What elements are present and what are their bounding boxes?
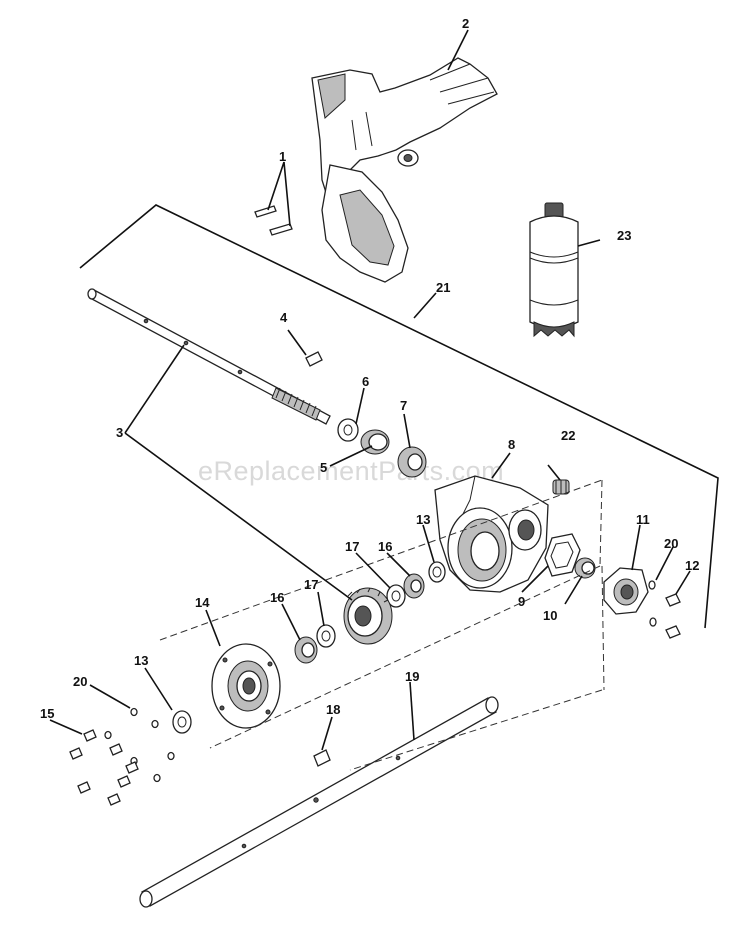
thrust-washer-part[interactable]: [337, 418, 359, 442]
shear-pins-part[interactable]: [254, 205, 293, 236]
lock-washers-right-part[interactable]: [648, 580, 657, 627]
callout-3: 3: [116, 425, 123, 440]
callout-14: 14: [195, 595, 210, 610]
callout-5: 5: [320, 460, 327, 475]
callout-20-right: 20: [664, 536, 678, 551]
callout-15: 15: [40, 706, 54, 721]
callout-7: 7: [400, 398, 407, 413]
leader-lines: [49, 29, 691, 751]
auger-half-part[interactable]: [311, 57, 498, 283]
gear-lube-tube-part[interactable]: [529, 202, 579, 338]
callout-19: 19: [405, 669, 419, 684]
callout-1: 1: [279, 149, 286, 164]
callout-11: 11: [636, 512, 650, 527]
bolts-left-part[interactable]: [69, 729, 139, 806]
bushing-part-7[interactable]: [397, 446, 427, 478]
callout-22: 22: [561, 428, 575, 443]
callout-2: 2: [462, 16, 469, 31]
vent-plug-part[interactable]: [552, 479, 570, 495]
thrust-washer-part-17-upper[interactable]: [386, 584, 406, 608]
bearing-part-16-lower[interactable]: [294, 636, 318, 664]
assembly-bracket-line: [79, 204, 719, 629]
callout-16-lower: 16: [270, 590, 284, 605]
bearing-cap-part[interactable]: [603, 567, 649, 615]
callout-21: 21: [436, 280, 450, 295]
callout-13-upper: 13: [416, 512, 430, 527]
bearing-part-16-upper[interactable]: [403, 573, 425, 599]
bearing-part-10[interactable]: [574, 557, 596, 579]
callout-18: 18: [326, 702, 340, 717]
watermark-text: eReplacementParts.com: [198, 456, 504, 486]
callout-16-upper: 16: [378, 539, 392, 554]
callout-17-lower: 17: [304, 577, 318, 592]
callout-labels: 1 2 3 4 6 5 7 8 9 10 11 12 13 13 14 15 1…: [40, 16, 699, 721]
gasket-part[interactable]: [544, 533, 581, 577]
bolts-right-part[interactable]: [665, 593, 681, 639]
callout-4: 4: [280, 310, 288, 325]
callout-20-left: 20: [73, 674, 87, 689]
key-part-18[interactable]: [313, 749, 331, 767]
thrust-washer-part-17-lower[interactable]: [316, 624, 336, 648]
gear-case-cover-part[interactable]: [211, 643, 281, 729]
callout-12: 12: [685, 558, 699, 573]
callout-9: 9: [518, 594, 525, 609]
callout-13-lower: 13: [134, 653, 148, 668]
impeller-shaft-part[interactable]: [139, 696, 499, 908]
callout-17-upper: 17: [345, 539, 359, 554]
bearing-part-5[interactable]: [360, 429, 390, 455]
oil-seal-part-upper[interactable]: [428, 561, 446, 583]
key-part[interactable]: [305, 351, 323, 367]
assembly-center-lines: [159, 479, 605, 771]
gear-housing-part[interactable]: [434, 475, 549, 593]
worm-gear-part[interactable]: [343, 587, 393, 645]
callout-6: 6: [362, 374, 369, 389]
callout-8: 8: [508, 437, 515, 452]
worm-shaft-part[interactable]: [87, 288, 331, 425]
callout-23: 23: [617, 228, 631, 243]
callout-10: 10: [543, 608, 557, 623]
oil-seal-part-lower[interactable]: [172, 710, 192, 734]
